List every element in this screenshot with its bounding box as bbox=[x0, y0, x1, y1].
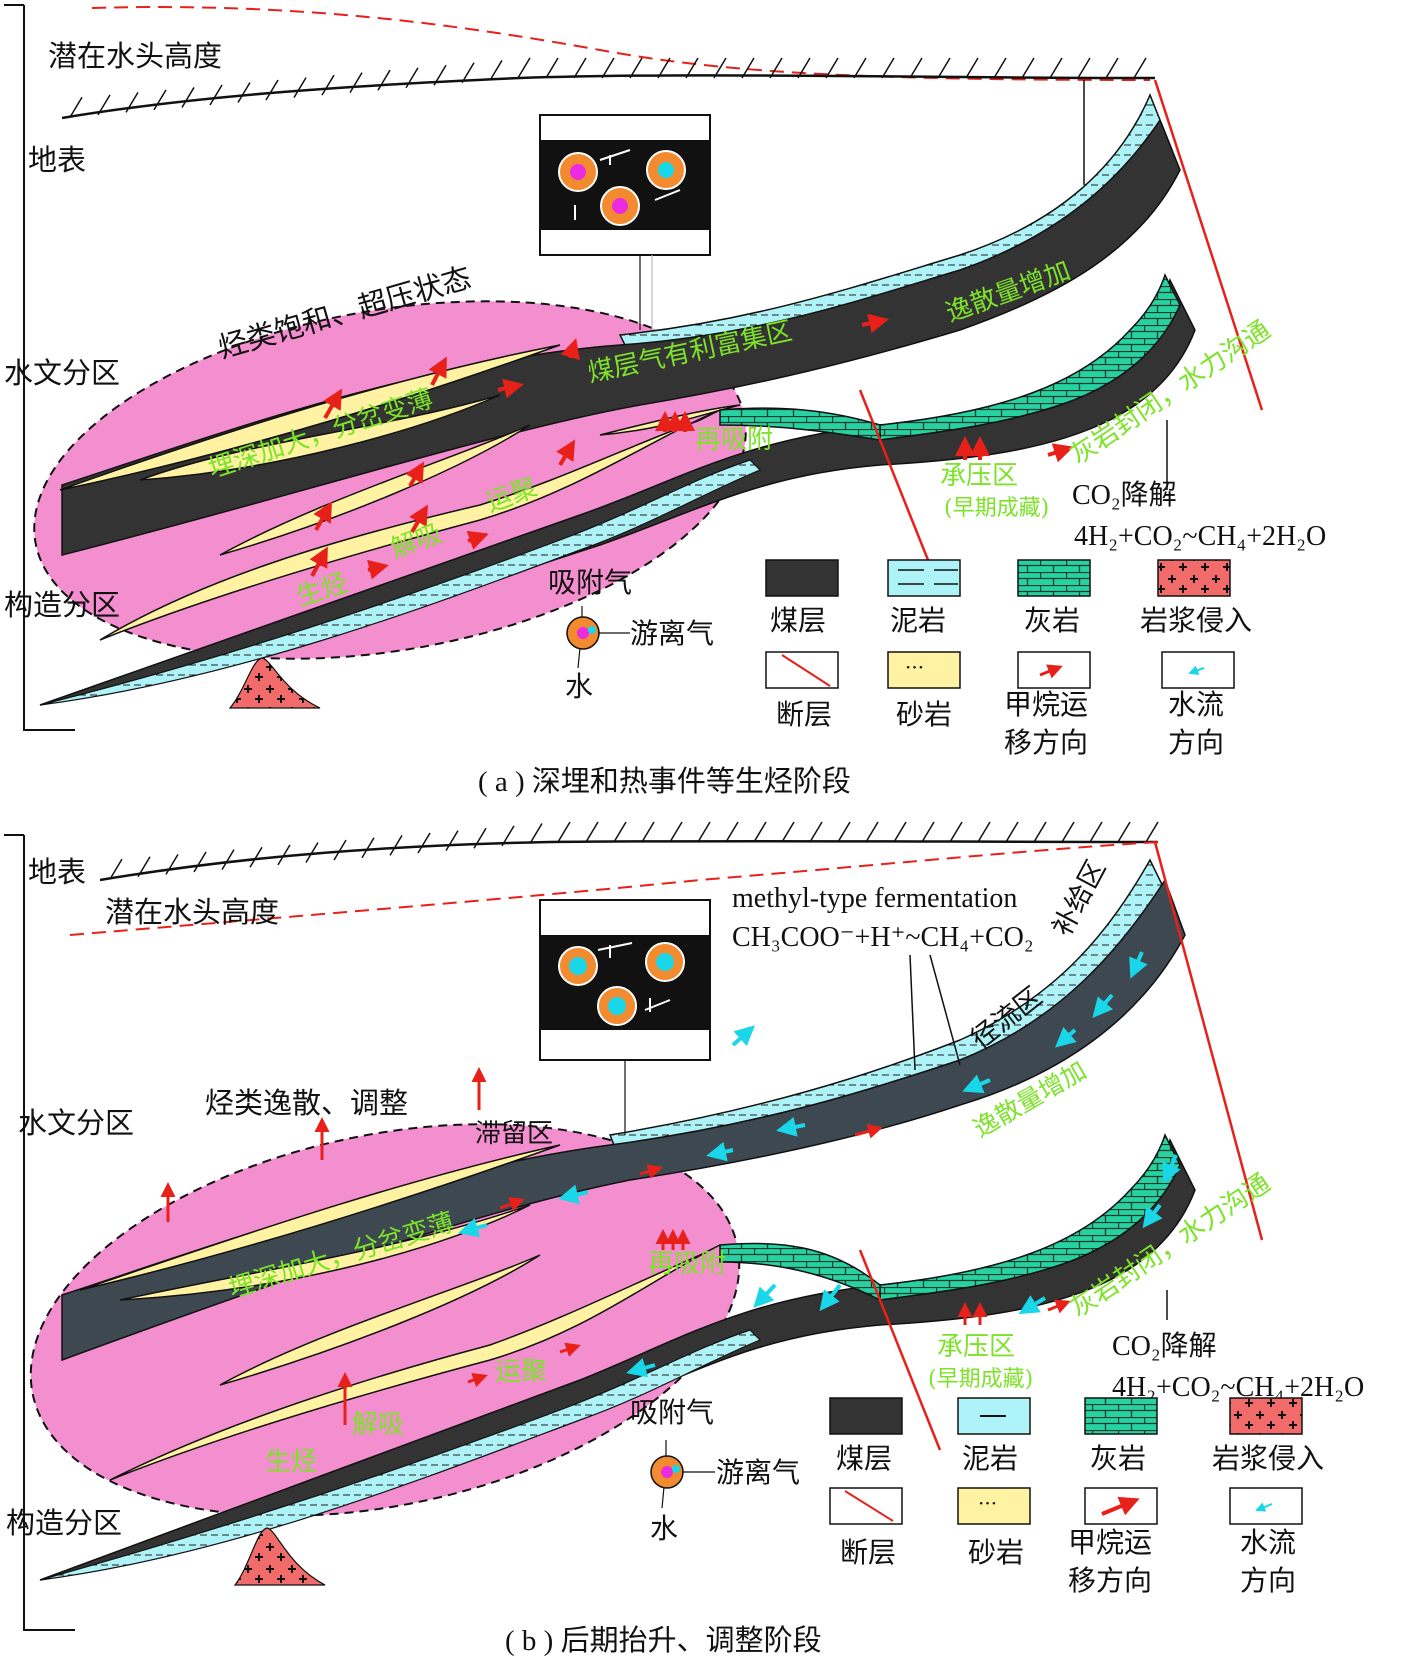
label-surface: 地表 bbox=[28, 143, 86, 177]
legend-water-label-2-b: 方向 bbox=[1240, 1564, 1296, 1597]
fault-line-b bbox=[1153, 841, 1264, 1241]
fault-line bbox=[858, 389, 942, 591]
svg-text:···: ··· bbox=[905, 655, 924, 679]
legend-coal-label-b: 煤层 bbox=[836, 1442, 892, 1475]
label-co2-reaction: 4H₂+CO₂~CH₄+2H₂O bbox=[1074, 521, 1326, 552]
pore-legend-water: 水 bbox=[565, 670, 593, 703]
legend-methane-label-2-b: 移方向 bbox=[1068, 1564, 1152, 1597]
coal-seam-lower bbox=[39, 277, 1196, 706]
legend-water-label-2: 方向 bbox=[1168, 726, 1224, 759]
legend-limestone-label-b: 灰岩 bbox=[1090, 1442, 1146, 1475]
ground-surface bbox=[61, 57, 1156, 120]
pore-legend-b: 吸附气 游离气 水 bbox=[630, 1396, 800, 1545]
label-early-b: (早期成藏) bbox=[928, 1367, 1033, 1392]
legend-methane-label-1: 甲烷运 bbox=[1004, 688, 1088, 721]
label-potential-head-b: 潜在水头高度 bbox=[105, 895, 279, 929]
label-generate-b: 生烃 bbox=[265, 1447, 317, 1477]
panel-b: 地表 潜在水头高度 水文分区 构造分区 烃类逸散、调整 methyl-type … bbox=[4, 821, 1364, 1657]
label-hydrocarbon-state-b: 烃类逸散、调整 bbox=[205, 1086, 408, 1120]
label-surface-b: 地表 bbox=[28, 855, 86, 889]
label-recharge: 补给区 bbox=[1047, 855, 1112, 941]
panel-b-caption: ( b ) 后期抬升、调整阶段 bbox=[505, 1624, 822, 1657]
panel-a-frame bbox=[23, 5, 75, 731]
pore-inset bbox=[539, 114, 711, 256]
limestone-layer bbox=[879, 273, 1181, 441]
fault-line-b bbox=[858, 1249, 942, 1451]
label-early: (早期成藏) bbox=[944, 496, 1049, 521]
pore-legend-water-b: 水 bbox=[650, 1512, 678, 1545]
label-confined-b: 承压区 bbox=[937, 1332, 1015, 1362]
label-fermentation-reaction: CH₃COO⁻+H⁺~CH₄+CO₂ bbox=[732, 922, 1034, 953]
label-tectonic-zone: 构造分区 bbox=[4, 588, 120, 622]
legend-magma-label-b: 岩浆侵入 bbox=[1212, 1442, 1324, 1475]
water-arrows-b bbox=[458, 951, 1181, 1378]
label-potential-head: 潜在水头高度 bbox=[48, 39, 222, 73]
pore-legend-free: 游离气 bbox=[630, 617, 714, 650]
legend-mudstone-label: 泥岩 bbox=[890, 604, 946, 637]
ground-surface-b bbox=[99, 821, 1159, 882]
legend-methane-label-2: 移方向 bbox=[1004, 726, 1088, 759]
methane-arrows-b bbox=[160, 1067, 1071, 1425]
label-readsorb: 再吸附 bbox=[695, 425, 773, 455]
methane-arrows bbox=[309, 313, 1074, 580]
pore-legend-free-b: 游离气 bbox=[716, 1456, 800, 1489]
legend-coal-swatch bbox=[765, 559, 839, 597]
panel-a-caption: ( a ) 深埋和热事件等生烃阶段 bbox=[478, 765, 851, 798]
label-fermentation-title: methyl-type fermentation bbox=[732, 883, 1017, 914]
panel-a: 潜在水头高度 地表 水文分区 构造分区 烃类饱和、超压状态 煤层气有利富集区 逸… bbox=[4, 4, 1326, 798]
pore-legend-adsorbed: 吸附气 bbox=[548, 566, 632, 599]
fault-line bbox=[1153, 79, 1264, 411]
pore-inset-b bbox=[539, 899, 711, 1061]
legend-sandstone-label: 砂岩 bbox=[896, 698, 952, 731]
pore-legend-adsorbed-b: 吸附气 bbox=[630, 1396, 714, 1429]
svg-text:···: ··· bbox=[978, 1491, 997, 1515]
pore-legend-a: 吸附气 游离气 水 bbox=[548, 566, 714, 703]
legend-coal-label: 煤层 bbox=[770, 604, 826, 637]
potential-head-curve-b bbox=[69, 841, 1161, 936]
magma-intrusion-b bbox=[233, 1527, 326, 1586]
label-tectonic-zone-b: 构造分区 bbox=[6, 1506, 122, 1540]
legend-sandstone-label-b: 砂岩 bbox=[968, 1536, 1024, 1569]
label-hydro-zone: 水文分区 bbox=[4, 356, 120, 390]
legend-b: 煤层 泥岩 灰岩 岩浆侵入 断层 ··· 砂岩 甲烷运 移方向 水流 方向 bbox=[829, 1397, 1324, 1597]
label-migrate-b: 运聚 bbox=[495, 1357, 547, 1387]
label-co2-title-b: CO₂降解 bbox=[1112, 1330, 1217, 1362]
potential-head-curve bbox=[91, 6, 1151, 81]
legend-mudstone-label-b: 泥岩 bbox=[962, 1442, 1018, 1475]
legend-fault-label: 断层 bbox=[776, 698, 832, 731]
coal-seam-upper-b bbox=[61, 878, 1186, 1362]
magma-intrusion bbox=[228, 657, 321, 709]
legend-methane-label-1-b: 甲烷运 bbox=[1068, 1526, 1152, 1559]
legend-fault-label-b: 断层 bbox=[840, 1536, 896, 1569]
legend-water-label-1-b: 水流 bbox=[1240, 1526, 1296, 1559]
label-confined: 承压区 bbox=[940, 461, 1018, 491]
legend-limestone-label: 灰岩 bbox=[1024, 604, 1080, 637]
legend-a: 煤层 泥岩 灰岩 岩浆侵入 断层 ··· 砂岩 甲烷运 移方向 水流 方向 bbox=[765, 559, 1252, 759]
label-co2-title: CO₂降解 bbox=[1072, 479, 1177, 511]
label-desorb-b: 解吸 bbox=[352, 1410, 404, 1440]
label-readsorb-b: 再吸附 bbox=[648, 1249, 726, 1279]
legend-magma-label: 岩浆侵入 bbox=[1140, 604, 1252, 637]
label-hydro-zone-b: 水文分区 bbox=[18, 1106, 134, 1140]
legend-water-label-1: 水流 bbox=[1168, 688, 1224, 721]
label-stagnant: 滞留区 bbox=[475, 1119, 553, 1149]
